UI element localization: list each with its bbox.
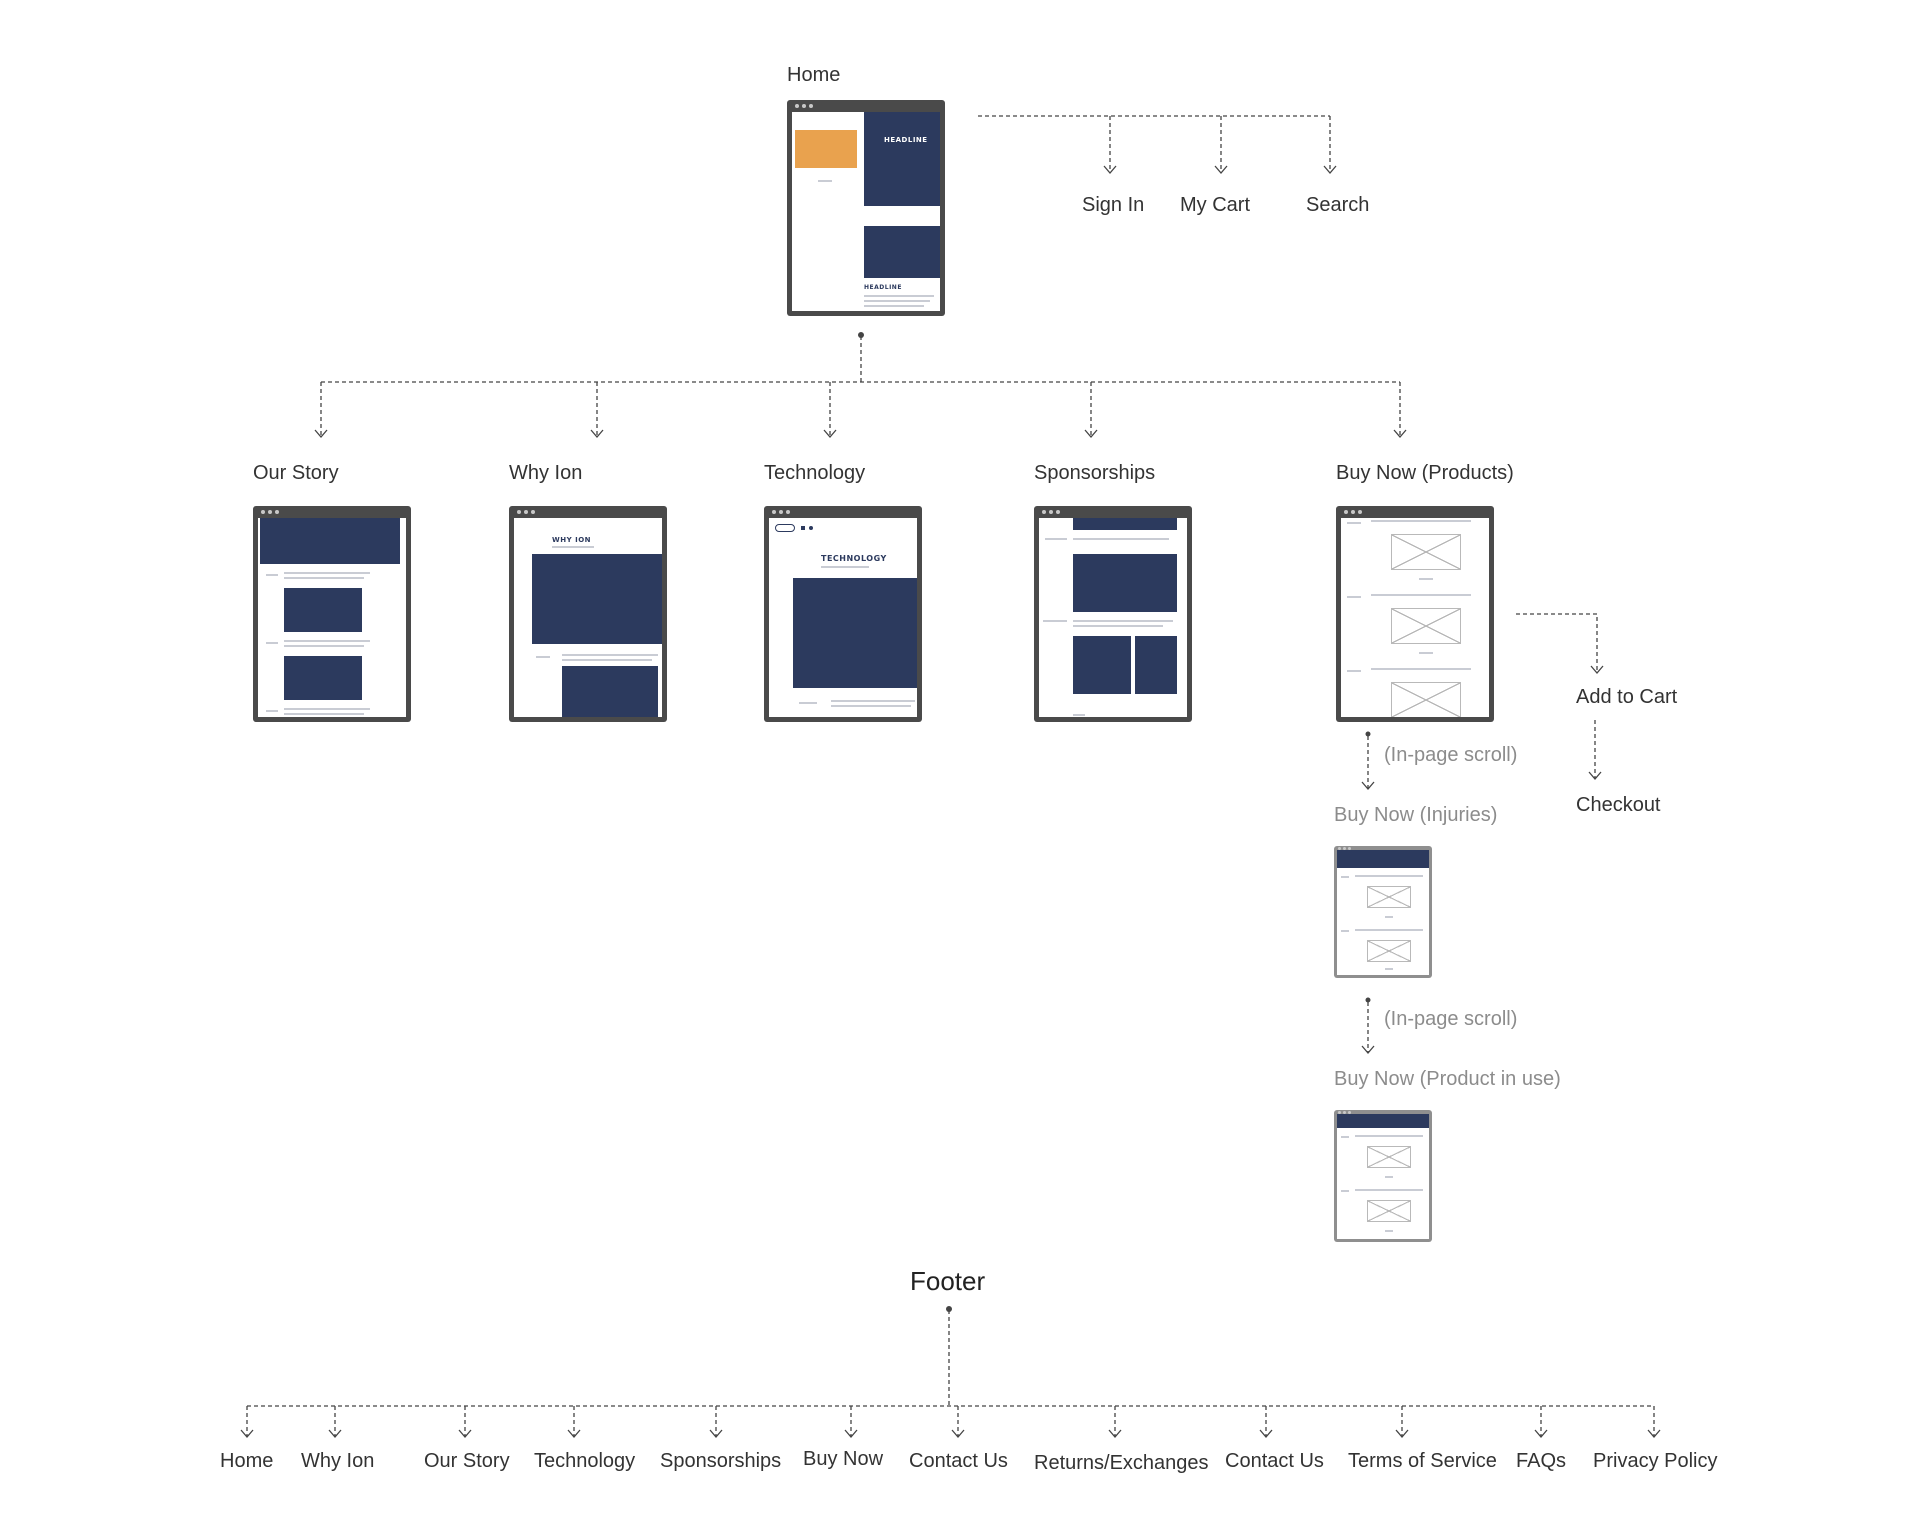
footer-link-returns-exchanges: Returns/Exchanges <box>1034 1452 1209 1474</box>
footer-link-why-ion: Why Ion <box>301 1450 375 1472</box>
footer-link-contact-us-2: Contact Us <box>1225 1450 1324 1472</box>
technology-title: TECHNOLOGY <box>821 554 887 563</box>
footer-link-sponsorships: Sponsorships <box>660 1450 782 1472</box>
buy-now-injuries-wireframe <box>1334 846 1432 978</box>
buy-now-injuries-label: Buy Now (Injuries) <box>1334 804 1498 826</box>
home-label: Home <box>787 64 841 86</box>
footer-link-terms-of-service: Terms of Service <box>1348 1450 1497 1472</box>
our-story-wireframe <box>253 506 411 722</box>
footer-link-faqs: FAQs <box>1516 1450 1567 1472</box>
footer-link-our-story: Our Story <box>424 1450 510 1472</box>
buy-now-product-in-use-wireframe <box>1334 1110 1432 1242</box>
why-ion-wireframe: WHY ION <box>509 506 667 722</box>
scroll-note-2: (In-page scroll) <box>1384 1008 1518 1030</box>
buy-now-products-wireframe <box>1336 506 1494 722</box>
home-wireframe: HEADLINE HEADLINE <box>787 100 945 316</box>
footer-link-buy-now: Buy Now <box>803 1448 884 1470</box>
checkout-label: Checkout <box>1576 794 1661 816</box>
footer-link-contact-us: Contact Us <box>909 1450 1008 1472</box>
buy-now-products-label: Buy Now (Products) <box>1336 462 1514 484</box>
footer-link-technology: Technology <box>534 1450 636 1472</box>
search-label: Search <box>1306 194 1370 216</box>
our-story-label: Our Story <box>253 462 339 484</box>
home-headline-2: HEADLINE <box>864 284 902 291</box>
footer-link-privacy-policy: Privacy Policy <box>1593 1450 1718 1472</box>
sign-in-label: Sign In <box>1082 194 1145 216</box>
scroll-note-1: (In-page scroll) <box>1384 744 1518 766</box>
footer-title: Footer <box>910 1266 986 1296</box>
buy-now-product-in-use-label: Buy Now (Product in use) <box>1334 1068 1561 1090</box>
sponsorships-label: Sponsorships <box>1034 462 1156 484</box>
technology-label: Technology <box>764 462 866 484</box>
home-headline-1: HEADLINE <box>884 136 928 144</box>
add-to-cart-line <box>1516 613 1598 672</box>
sponsorships-wireframe <box>1034 506 1192 722</box>
why-ion-title: WHY ION <box>552 536 591 544</box>
my-cart-label: My Cart <box>1180 194 1250 216</box>
why-ion-label: Why Ion <box>509 462 583 484</box>
add-to-cart-label: Add to Cart <box>1576 686 1678 708</box>
technology-wireframe: TECHNOLOGY <box>764 506 922 722</box>
footer-link-home: Home <box>220 1450 274 1472</box>
